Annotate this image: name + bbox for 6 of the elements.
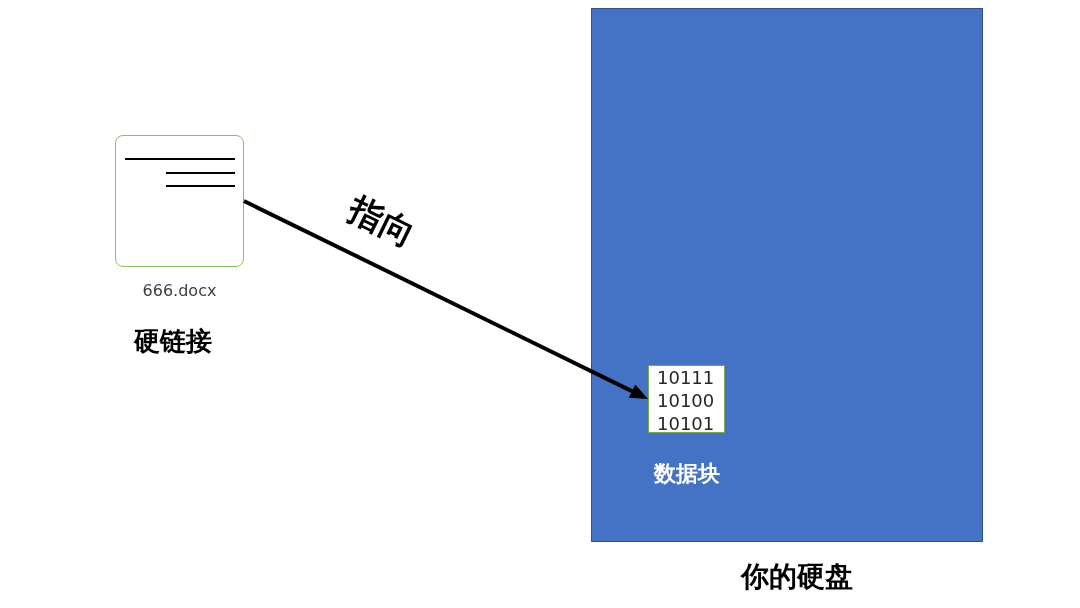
arrow: [243, 199, 648, 399]
disk-caption: 你的硬盘: [741, 560, 853, 594]
hard-link-caption: 硬链接: [133, 325, 212, 357]
binary-data-text: 10111 10100 10101: [656, 366, 716, 435]
file-name: 666.docx: [142, 281, 217, 301]
data-block-caption: 数据块: [653, 460, 720, 488]
